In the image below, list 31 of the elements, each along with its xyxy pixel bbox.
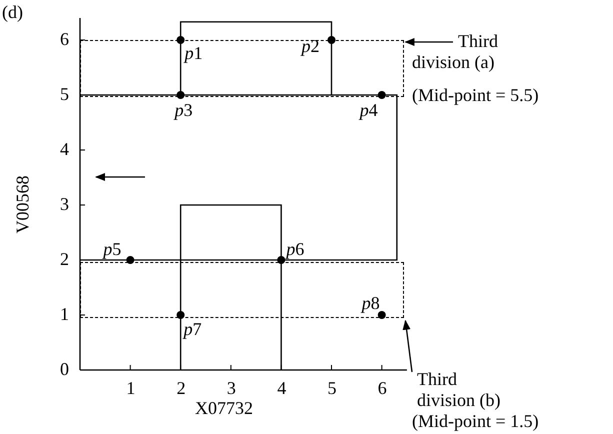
note-text: (Mid-point = 1.5) <box>412 411 539 432</box>
tick-label: 1 <box>60 304 69 325</box>
point-label: p3 <box>174 100 193 121</box>
tick-label: 6 <box>378 378 387 399</box>
callout-text: Third division (b) <box>417 369 502 411</box>
tick-label: 3 <box>226 378 236 399</box>
panel-label: (d) <box>2 2 23 23</box>
point-label: p7 <box>184 319 202 340</box>
tick-label: 3 <box>60 194 69 215</box>
leader-arrow <box>402 320 413 372</box>
tick-label: 5 <box>60 84 69 105</box>
tick-label: 1 <box>126 378 136 399</box>
tick-label: 2 <box>176 378 186 399</box>
dashed-box <box>80 40 404 97</box>
point-label: p8 <box>362 293 380 314</box>
point-label: p6 <box>286 239 304 260</box>
point-label: p1 <box>184 43 203 64</box>
tick-label: 5 <box>328 378 336 399</box>
axis-title: X07732 <box>195 398 253 419</box>
tick-label: 6 <box>60 29 69 50</box>
point-label: p5 <box>103 239 122 260</box>
dashed-box <box>80 262 404 318</box>
callout-text: Third division (a) <box>412 31 499 73</box>
tick-label: 0 <box>60 359 69 380</box>
leader-arrow <box>404 38 453 46</box>
axis-title: V00568 <box>12 176 34 234</box>
tick-label: 2 <box>60 249 69 270</box>
tick-label: 4 <box>60 139 69 160</box>
note-text: (Mid-point = 5.5) <box>412 85 539 106</box>
tick-label: 4 <box>277 378 286 399</box>
point-label: p4 <box>360 100 378 121</box>
